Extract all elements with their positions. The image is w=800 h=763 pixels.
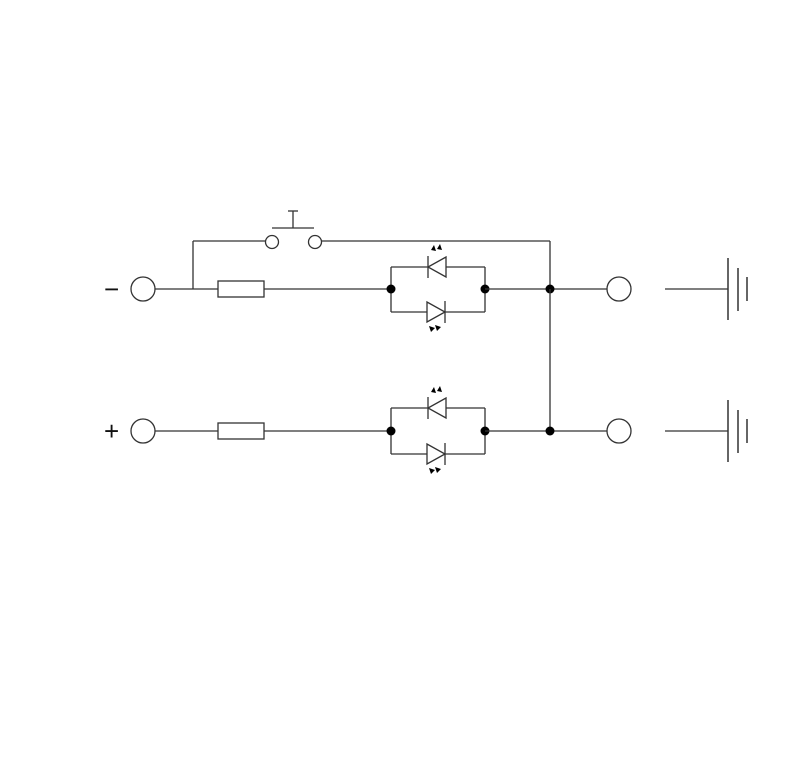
terminal-out-top xyxy=(606,276,632,302)
junction-node xyxy=(386,426,396,436)
junction-node xyxy=(386,284,396,294)
led-icon xyxy=(426,386,447,420)
switch-contact-right xyxy=(307,234,323,250)
resistor-r2 xyxy=(217,422,265,440)
terminal-minus xyxy=(130,276,156,302)
minus-label: − xyxy=(104,274,119,304)
ground-icon xyxy=(665,400,748,462)
ground-icon xyxy=(665,258,748,320)
bottom-branch: + xyxy=(104,386,748,474)
led-icon xyxy=(426,244,447,279)
junction-node xyxy=(545,426,555,436)
led-icon xyxy=(426,300,447,332)
terminal-out-bottom xyxy=(606,418,632,444)
top-branch: − xyxy=(104,210,748,332)
resistor-r1 xyxy=(217,280,265,298)
pushbutton-switch xyxy=(264,210,323,250)
led-icon xyxy=(426,442,447,474)
switch-contact-left xyxy=(264,234,280,250)
terminal-plus xyxy=(130,418,156,444)
plus-label: + xyxy=(104,416,119,446)
